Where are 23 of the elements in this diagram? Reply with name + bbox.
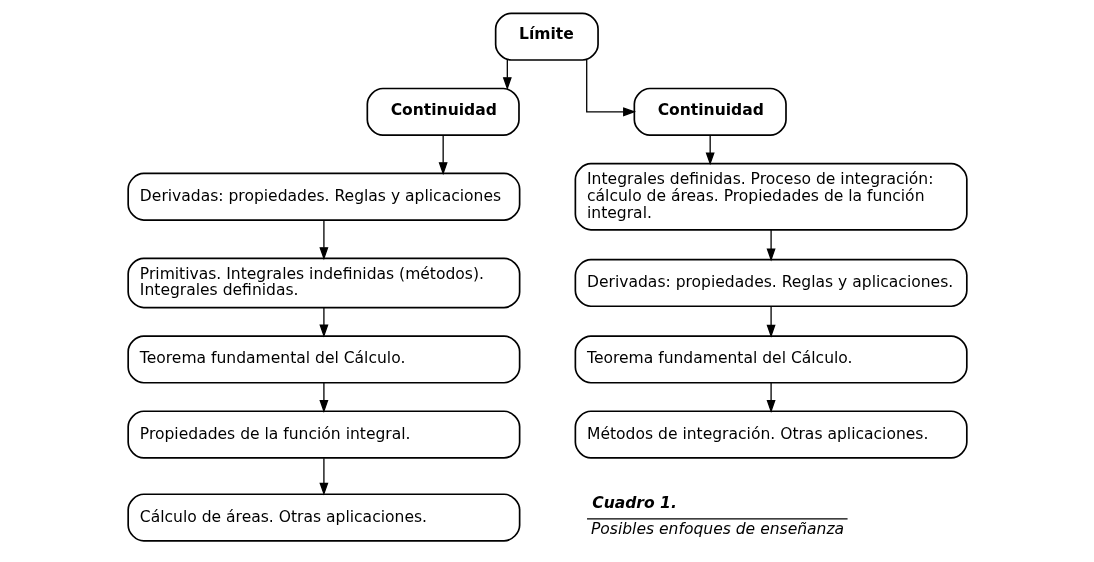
node-box: Primitivas. Integrales indefinidas (métodos). Integrales definidas.	[126, 257, 520, 309]
node-box: Cálculo de áreas. Otras aplicaciones.	[126, 493, 520, 542]
arrow	[766, 382, 776, 413]
node-box: Integrales definidas. Proceso de integración: cálculo de áreas. Propiedades de la función integral.	[574, 162, 968, 231]
arrow	[766, 229, 776, 262]
arrow	[318, 382, 328, 413]
arrow	[318, 307, 328, 338]
label: Posibles enfoques de enseñanza	[590, 519, 844, 538]
arrow	[318, 457, 328, 496]
node-box: Continuidad	[366, 87, 520, 137]
arrow	[766, 305, 776, 338]
arrow	[438, 134, 448, 176]
node-box: Continuidad	[633, 87, 787, 137]
node-box: Derivadas: propiedades. Reglas y aplicaciones.	[574, 258, 968, 308]
node-box: Teorema fundamental del Cálculo.	[574, 335, 968, 384]
arrow	[585, 59, 636, 117]
node-box: Límite	[494, 12, 599, 61]
node-box: Derivadas: propiedades. Reglas y aplicaciones	[126, 172, 520, 221]
node-box: Teorema fundamental del Cálculo.	[126, 335, 520, 384]
node-box: Propiedades de la función integral.	[126, 410, 520, 459]
node-box: Métodos de integración. Otras aplicaciones.	[574, 410, 968, 459]
label: Cuadro 1.	[591, 493, 677, 512]
arrow	[318, 219, 328, 261]
